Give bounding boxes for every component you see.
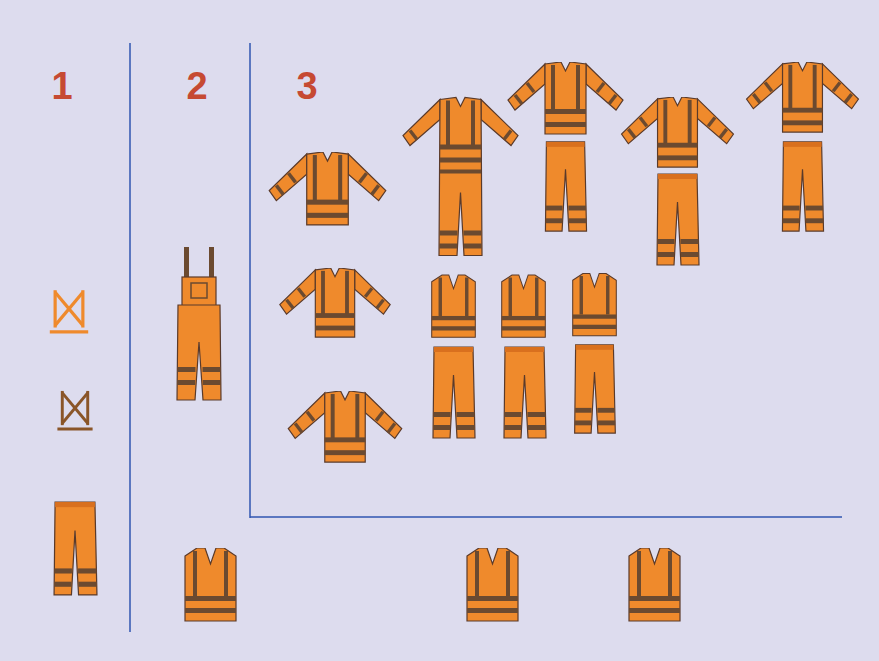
class-number: 1: [51, 67, 72, 105]
trousers: [782, 142, 823, 231]
jacket: [747, 62, 859, 132]
vest: [573, 273, 617, 335]
trousers: [504, 347, 546, 438]
jacket: [280, 268, 390, 337]
divider-line: [250, 516, 842, 518]
trousers: [54, 502, 97, 595]
vest: [502, 275, 546, 337]
jacket: [508, 62, 623, 134]
divider-line: [249, 43, 251, 518]
jacket: [622, 97, 734, 167]
jacket: [269, 152, 386, 225]
vest: [467, 548, 518, 621]
trousers: [657, 174, 699, 265]
divider-line: [129, 43, 131, 632]
vest: [629, 548, 680, 621]
trousers: [433, 347, 475, 438]
coverall: [403, 98, 518, 256]
vest: [432, 275, 476, 337]
class-divider: [130, 43, 842, 632]
jacket: [288, 391, 401, 462]
braces: [50, 290, 88, 332]
class-number: 2: [186, 67, 207, 105]
vest: [185, 548, 236, 621]
trousers: [545, 142, 586, 231]
bib-overall: [177, 247, 221, 400]
trousers: [575, 345, 616, 433]
class-number: 3: [296, 67, 317, 105]
braces: [57, 391, 92, 429]
